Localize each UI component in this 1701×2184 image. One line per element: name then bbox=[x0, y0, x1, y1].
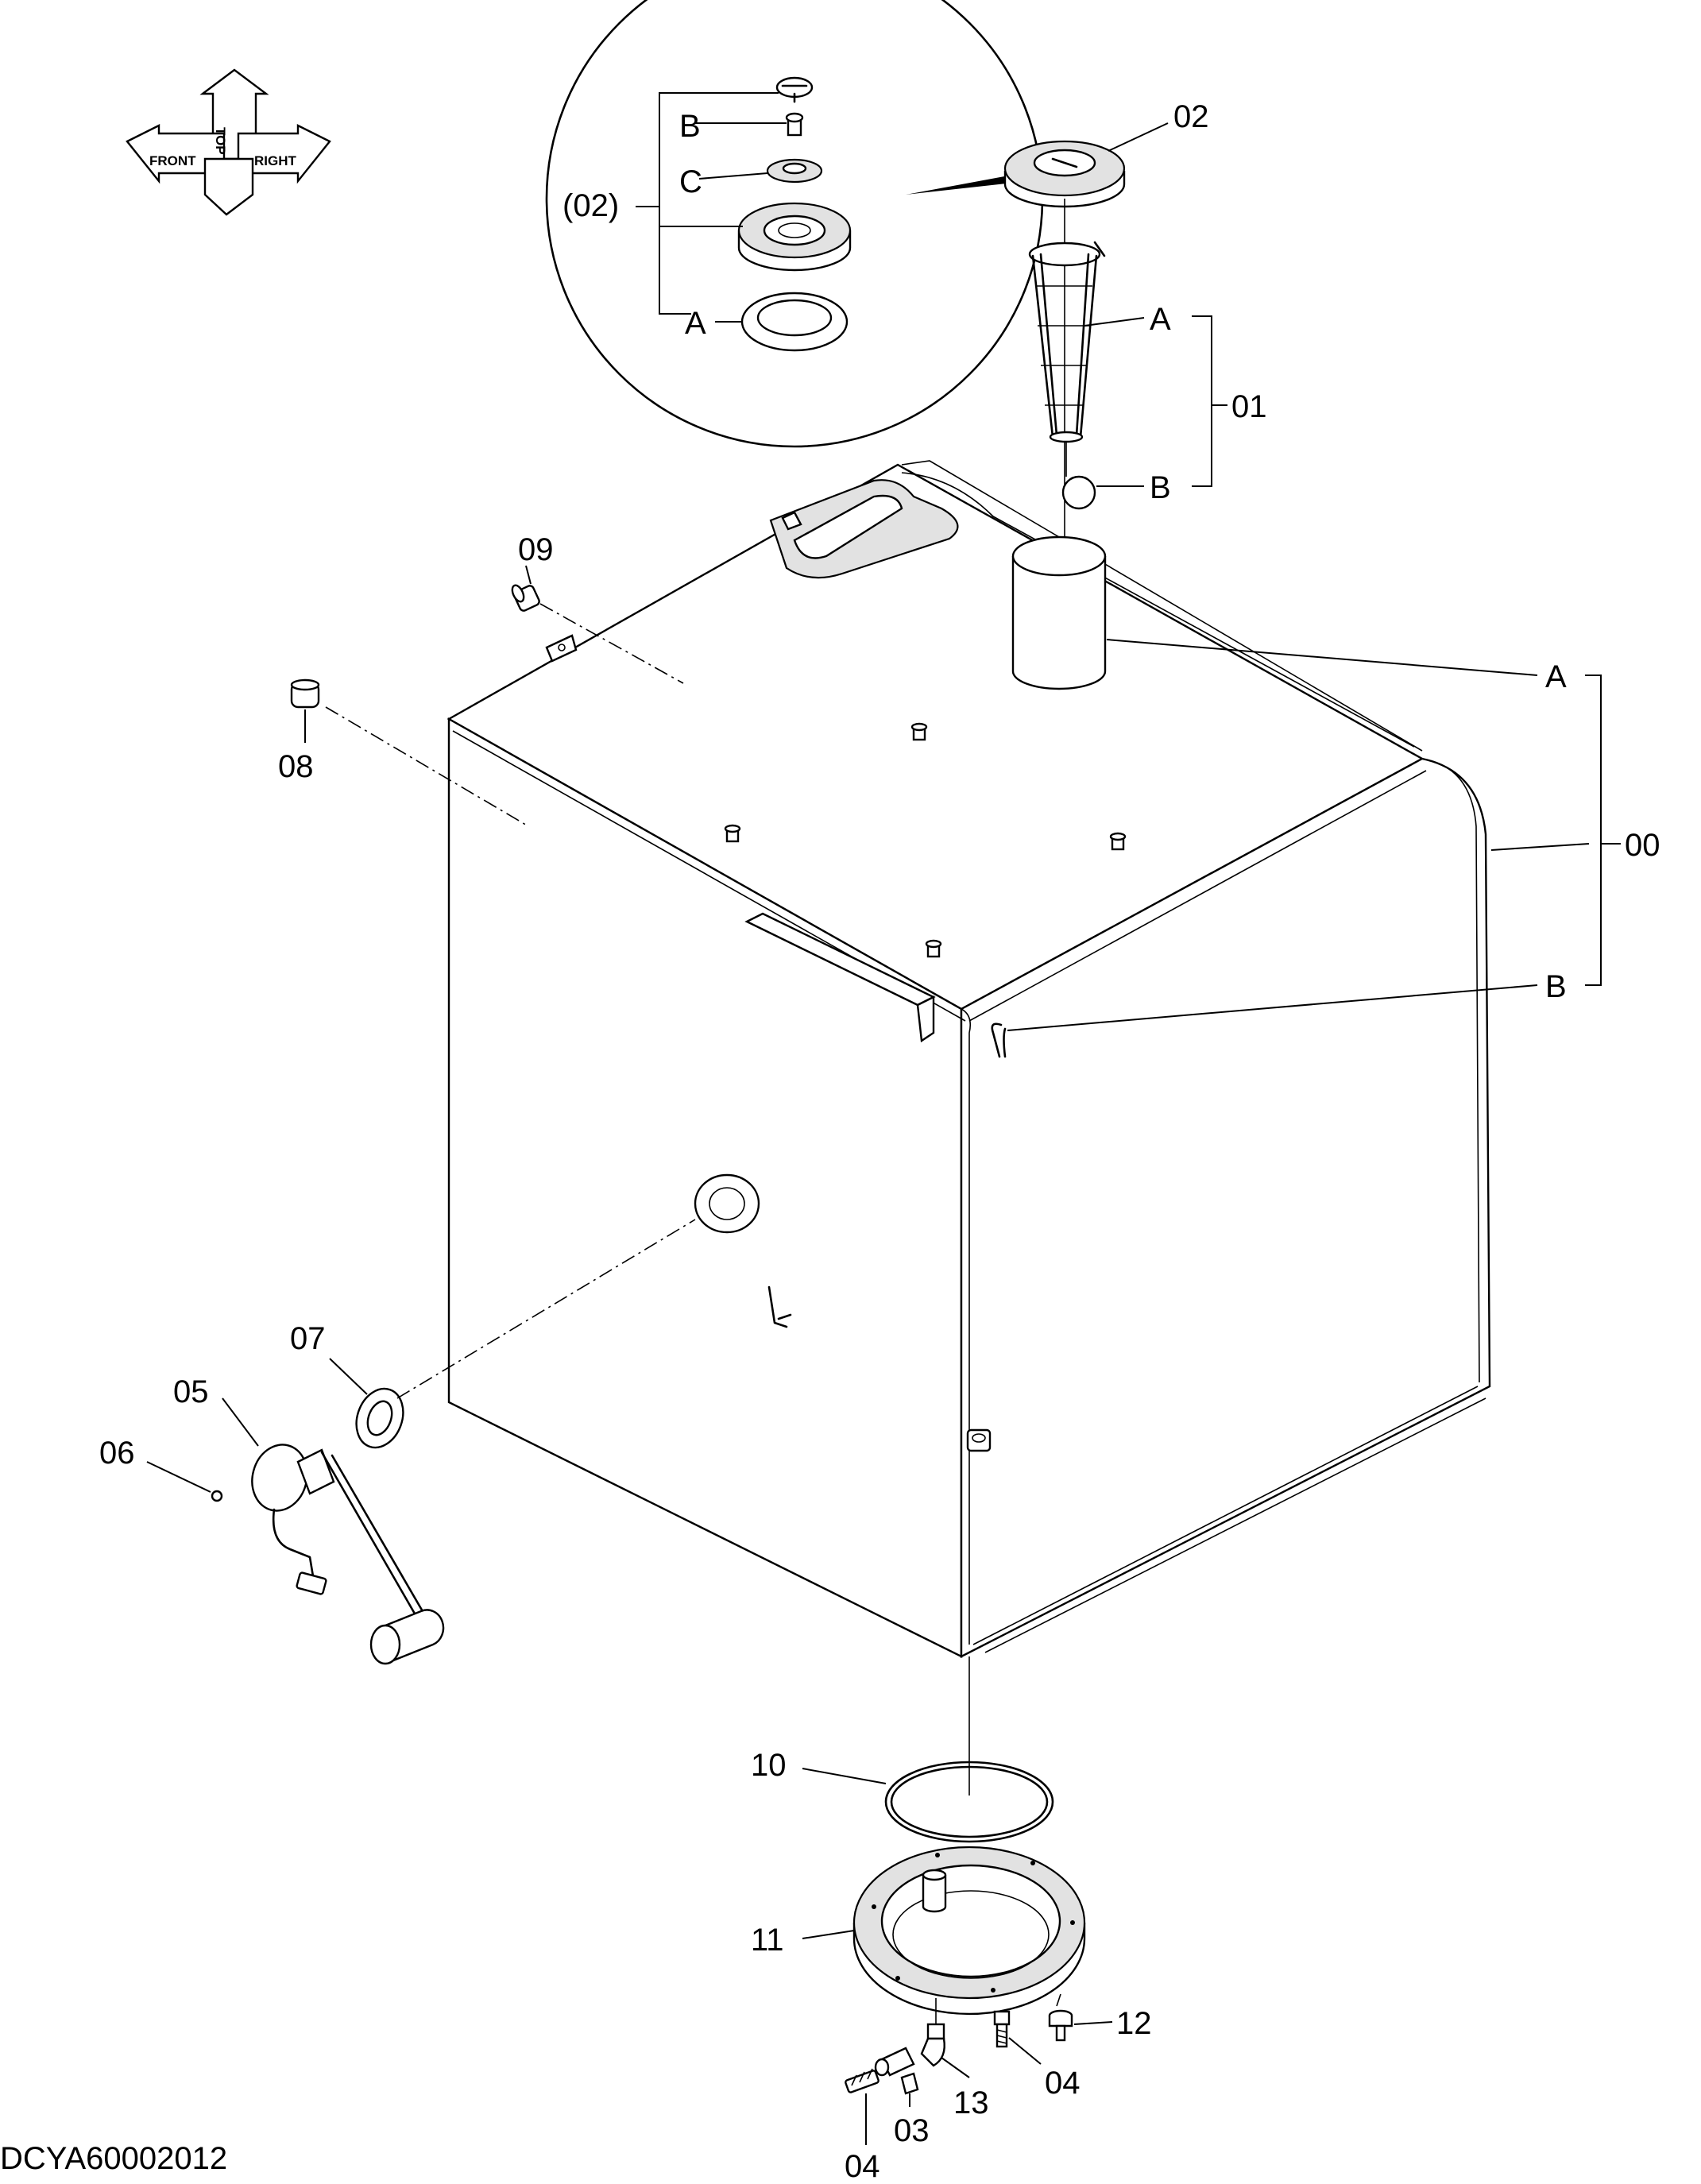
plug-part-09 bbox=[511, 565, 684, 684]
strainer-part-01 bbox=[1028, 199, 1227, 548]
top-bolt-icon bbox=[910, 722, 928, 741]
callout-04-lower: 04 bbox=[845, 2149, 880, 2184]
adapter-part-03 bbox=[874, 2047, 919, 2107]
orientation-arrows-icon: FRONT TOP RIGHT bbox=[126, 68, 331, 216]
o-ring-part-10 bbox=[802, 1656, 1054, 1843]
top-bolt-icon bbox=[1109, 832, 1127, 851]
callout-09: 09 bbox=[518, 532, 554, 567]
callout-02: 02 bbox=[1173, 99, 1209, 134]
top-bolt-icon bbox=[724, 824, 741, 843]
callout-05: 05 bbox=[173, 1374, 209, 1409]
fitting-part-04-lower bbox=[845, 2068, 879, 2145]
callout-08: 08 bbox=[278, 749, 314, 784]
callout-11: 11 bbox=[751, 1923, 784, 1958]
strainer-label-a: A bbox=[1150, 302, 1171, 337]
filler-cap-detail-view bbox=[545, 0, 1044, 448]
callout-03: 03 bbox=[894, 2113, 930, 2148]
bolt-part-12 bbox=[1048, 1993, 1113, 2042]
elbow-part-13 bbox=[920, 1998, 970, 2078]
callout-07: 07 bbox=[290, 1321, 326, 1356]
gasket-part-07 bbox=[329, 1219, 696, 1449]
callout-06: 06 bbox=[99, 1436, 135, 1471]
filler-cap-part-02 bbox=[1003, 122, 1169, 208]
callout-10: 10 bbox=[751, 1748, 787, 1783]
callout-00: 00 bbox=[1625, 828, 1660, 863]
orientation-right-label: RIGHT bbox=[254, 153, 297, 168]
orientation-top-label: TOP bbox=[213, 127, 228, 155]
plug-part-08 bbox=[290, 678, 529, 827]
detail-label-c: C bbox=[679, 164, 702, 199]
fuel-sender-part-05 bbox=[222, 1397, 445, 1665]
strainer-label-b: B bbox=[1150, 470, 1171, 505]
fitting-part-04-upper bbox=[993, 2010, 1042, 2065]
top-bolt-icon bbox=[925, 939, 942, 958]
callout-02-detail: (02) bbox=[562, 188, 619, 223]
drawing-code: DCYA60002012 bbox=[0, 2141, 227, 2176]
callout-13: 13 bbox=[953, 2085, 989, 2120]
tank-label-b: B bbox=[1545, 969, 1567, 1004]
callout-01: 01 bbox=[1231, 389, 1267, 424]
detail-label-b: B bbox=[679, 109, 701, 144]
detail-label-a: A bbox=[685, 306, 706, 341]
orientation-front-label: FRONT bbox=[149, 153, 196, 168]
cover-plate-part-11 bbox=[802, 1846, 1086, 2016]
tank-label-a: A bbox=[1545, 659, 1567, 694]
fuel-tank-part-00 bbox=[447, 460, 1621, 1658]
screw-part-06 bbox=[146, 1461, 223, 1502]
callout-12: 12 bbox=[1116, 2006, 1152, 2041]
callout-04-upper: 04 bbox=[1045, 2066, 1081, 2101]
